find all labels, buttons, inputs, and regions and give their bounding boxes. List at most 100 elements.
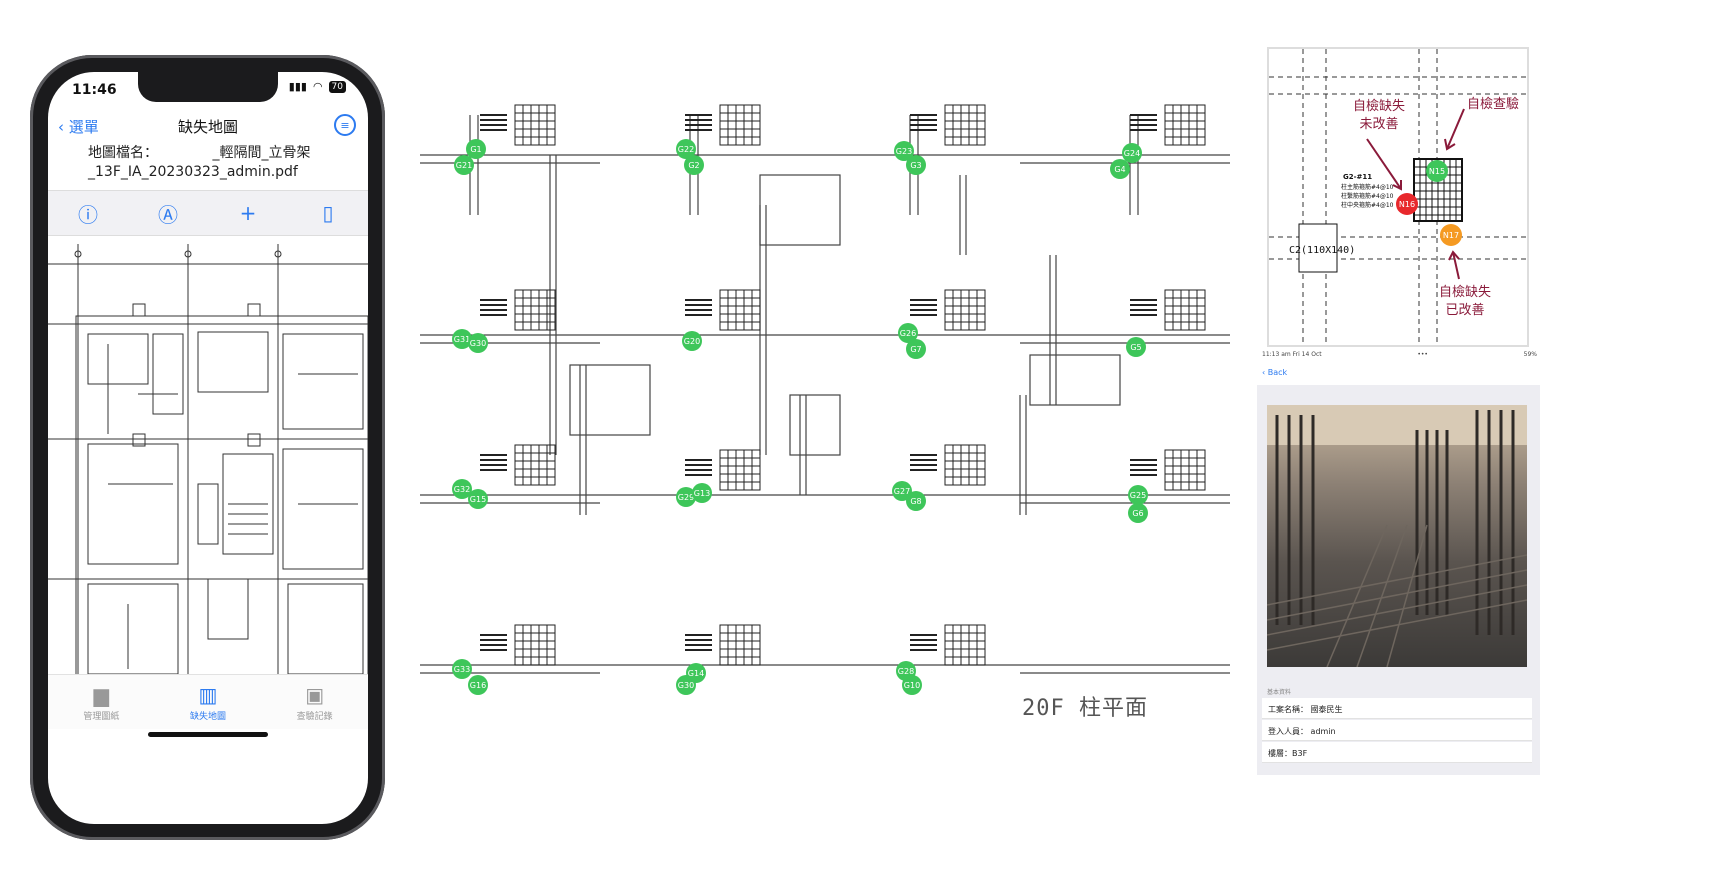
defect-marker-label: G10 xyxy=(904,681,920,690)
rebar-line-1: 柱主筋箍筋#4@10 xyxy=(1341,183,1394,191)
defect-marker[interactable] xyxy=(1128,485,1148,505)
ipad-back-button[interactable]: ‹ Back xyxy=(1262,368,1287,377)
file-label-key: 地圖檔名： xyxy=(88,145,158,161)
home-indicator xyxy=(148,732,268,737)
defect-marker-label: G4 xyxy=(1114,165,1125,174)
map-toolbar: ⓘ Ⓐ + ▯ xyxy=(48,190,368,236)
defect-marker[interactable] xyxy=(684,155,704,175)
defect-marker-label: G26 xyxy=(900,329,916,338)
navigate-icon[interactable]: Ⓐ xyxy=(158,202,178,227)
defect-marker[interactable] xyxy=(468,333,488,353)
info-row-user: 登入人員： admin xyxy=(1262,720,1532,741)
ipad-back-label: Back xyxy=(1267,368,1288,377)
defect-marker-label: G3 xyxy=(910,161,921,170)
defect-marker-label: G21 xyxy=(456,161,472,170)
defect-marker[interactable] xyxy=(1122,143,1142,163)
annotation-self-check: 自檢查驗 xyxy=(1466,97,1519,112)
column-detail-image: C2(110X140) G2-#11 柱主筋箍筋#4@10 柱繫筋箍筋#4@10… xyxy=(1267,47,1529,347)
defect-marker[interactable] xyxy=(452,329,472,349)
defect-marker[interactable] xyxy=(894,141,914,161)
marker-red-label: N16 xyxy=(1399,200,1415,209)
ipad-status-bar: 11:13 am Fri 14 Oct ••• 59% xyxy=(1262,351,1537,358)
plan-title: 20F 柱平面 xyxy=(1022,696,1148,721)
ipad-dots: ••• xyxy=(1417,351,1428,358)
defect-marker[interactable] xyxy=(454,155,474,175)
defect-marker[interactable] xyxy=(902,675,922,695)
defect-marker[interactable] xyxy=(452,479,472,499)
defect-marker-label: G6 xyxy=(1132,509,1143,518)
marker-orange[interactable] xyxy=(1440,224,1462,246)
folder-icon: ▆ xyxy=(93,682,110,707)
page-title: 缺失地圖 xyxy=(177,118,238,136)
defect-marker[interactable] xyxy=(676,675,696,695)
status-time: 11:46 xyxy=(72,82,117,98)
plus-icon[interactable]: + xyxy=(239,201,257,225)
chevron-left-icon: ‹ xyxy=(58,118,69,136)
rebar-photo[interactable] xyxy=(1267,405,1527,667)
phone-screen: 11:46 ▮▮▮ ◠ 70 ‹ 選單 缺失地圖 ≡ 地圖檔名： _輕隔間_立骨… xyxy=(48,72,368,824)
defect-marker-label: G28 xyxy=(898,667,914,676)
defect-marker-label: G8 xyxy=(910,497,921,506)
defect-marker-label: G14 xyxy=(688,669,704,678)
defect-marker-label: G13 xyxy=(694,489,710,498)
defect-marker[interactable] xyxy=(898,323,918,343)
info-icon[interactable]: ⓘ xyxy=(78,202,98,227)
back-button[interactable]: ‹ 選單 xyxy=(58,116,99,137)
tab-inspection-records[interactable]: ▣ 查驗記錄 xyxy=(270,675,360,729)
marker-orange-label: N17 xyxy=(1443,231,1459,240)
defect-marker-label: G24 xyxy=(1124,149,1140,158)
defect-marker[interactable] xyxy=(452,659,472,679)
defect-marker-label: G30 xyxy=(470,339,486,348)
floor-plan-drawing xyxy=(48,244,368,674)
file-name-part1: _輕隔間_立骨架 xyxy=(212,145,311,161)
tab-label: 管理圖紙 xyxy=(83,711,120,722)
layers-icon[interactable]: ▯ xyxy=(322,201,334,225)
ipad-battery: 59% xyxy=(1523,351,1537,358)
defect-marker-label: G25 xyxy=(1130,491,1146,500)
wifi-icon: ◠ xyxy=(312,80,323,93)
defect-marker[interactable] xyxy=(1110,159,1130,179)
defect-marker[interactable] xyxy=(468,675,488,695)
defect-marker-label: G33 xyxy=(454,665,470,674)
floor-plan-view[interactable] xyxy=(48,244,368,674)
filter-button[interactable]: ≡ xyxy=(334,114,356,136)
battery-icon: 70 xyxy=(328,80,346,93)
back-label: 選單 xyxy=(68,118,99,136)
defect-marker[interactable] xyxy=(1126,337,1146,357)
defect-marker[interactable] xyxy=(468,489,488,509)
defect-marker[interactable] xyxy=(676,487,696,507)
defect-marker-label: G1 xyxy=(470,145,481,154)
defect-marker[interactable] xyxy=(692,483,712,503)
defect-marker-label: G15 xyxy=(470,495,486,504)
status-indicators: ▮▮▮ ◠ 70 xyxy=(289,80,346,93)
defect-marker[interactable] xyxy=(1128,503,1148,523)
defect-marker[interactable] xyxy=(892,481,912,501)
chevron-left-icon: ‹ xyxy=(1262,368,1268,377)
defect-marker-label: G5 xyxy=(1130,343,1141,352)
defect-marker[interactable] xyxy=(906,155,926,175)
marker-red[interactable] xyxy=(1396,193,1418,215)
tab-label: 缺失地圖 xyxy=(189,711,226,722)
rebar-line-2: 柱繫筋箍筋#4@10 xyxy=(1341,192,1394,200)
defect-marker[interactable] xyxy=(682,331,702,351)
tab-bar: ▆ 管理圖紙 ▥ 缺失地圖 ▣ 查驗記錄 xyxy=(48,674,368,729)
defect-marker[interactable] xyxy=(466,139,486,159)
defect-marker-label: G20 xyxy=(684,337,700,346)
defect-marker-label: G16 xyxy=(470,681,486,690)
defect-marker-label: G29 xyxy=(678,493,694,502)
tab-manage-drawings[interactable]: ▆ 管理圖紙 xyxy=(56,675,146,729)
defect-marker[interactable] xyxy=(906,339,926,359)
defect-marker-label: G23 xyxy=(896,147,912,156)
file-name-label: 地圖檔名： _輕隔間_立骨架 _13F_IA_20230323_admin.pd… xyxy=(88,144,358,182)
photos-icon: ▣ xyxy=(305,682,325,707)
marker-green[interactable] xyxy=(1426,160,1448,182)
rebar-title: G2-#11 xyxy=(1343,173,1372,181)
column-label: C2(110X140) xyxy=(1289,245,1355,256)
detail-svg: C2(110X140) G2-#11 柱主筋箍筋#4@10 柱繫筋箍筋#4@10… xyxy=(1269,49,1527,345)
defect-marker[interactable] xyxy=(906,491,926,511)
defect-marker[interactable] xyxy=(676,139,696,159)
tab-defect-map[interactable]: ▥ 缺失地圖 xyxy=(163,675,253,729)
signal-icon: ▮▮▮ xyxy=(288,80,307,93)
defect-marker-label: G32 xyxy=(454,485,470,494)
